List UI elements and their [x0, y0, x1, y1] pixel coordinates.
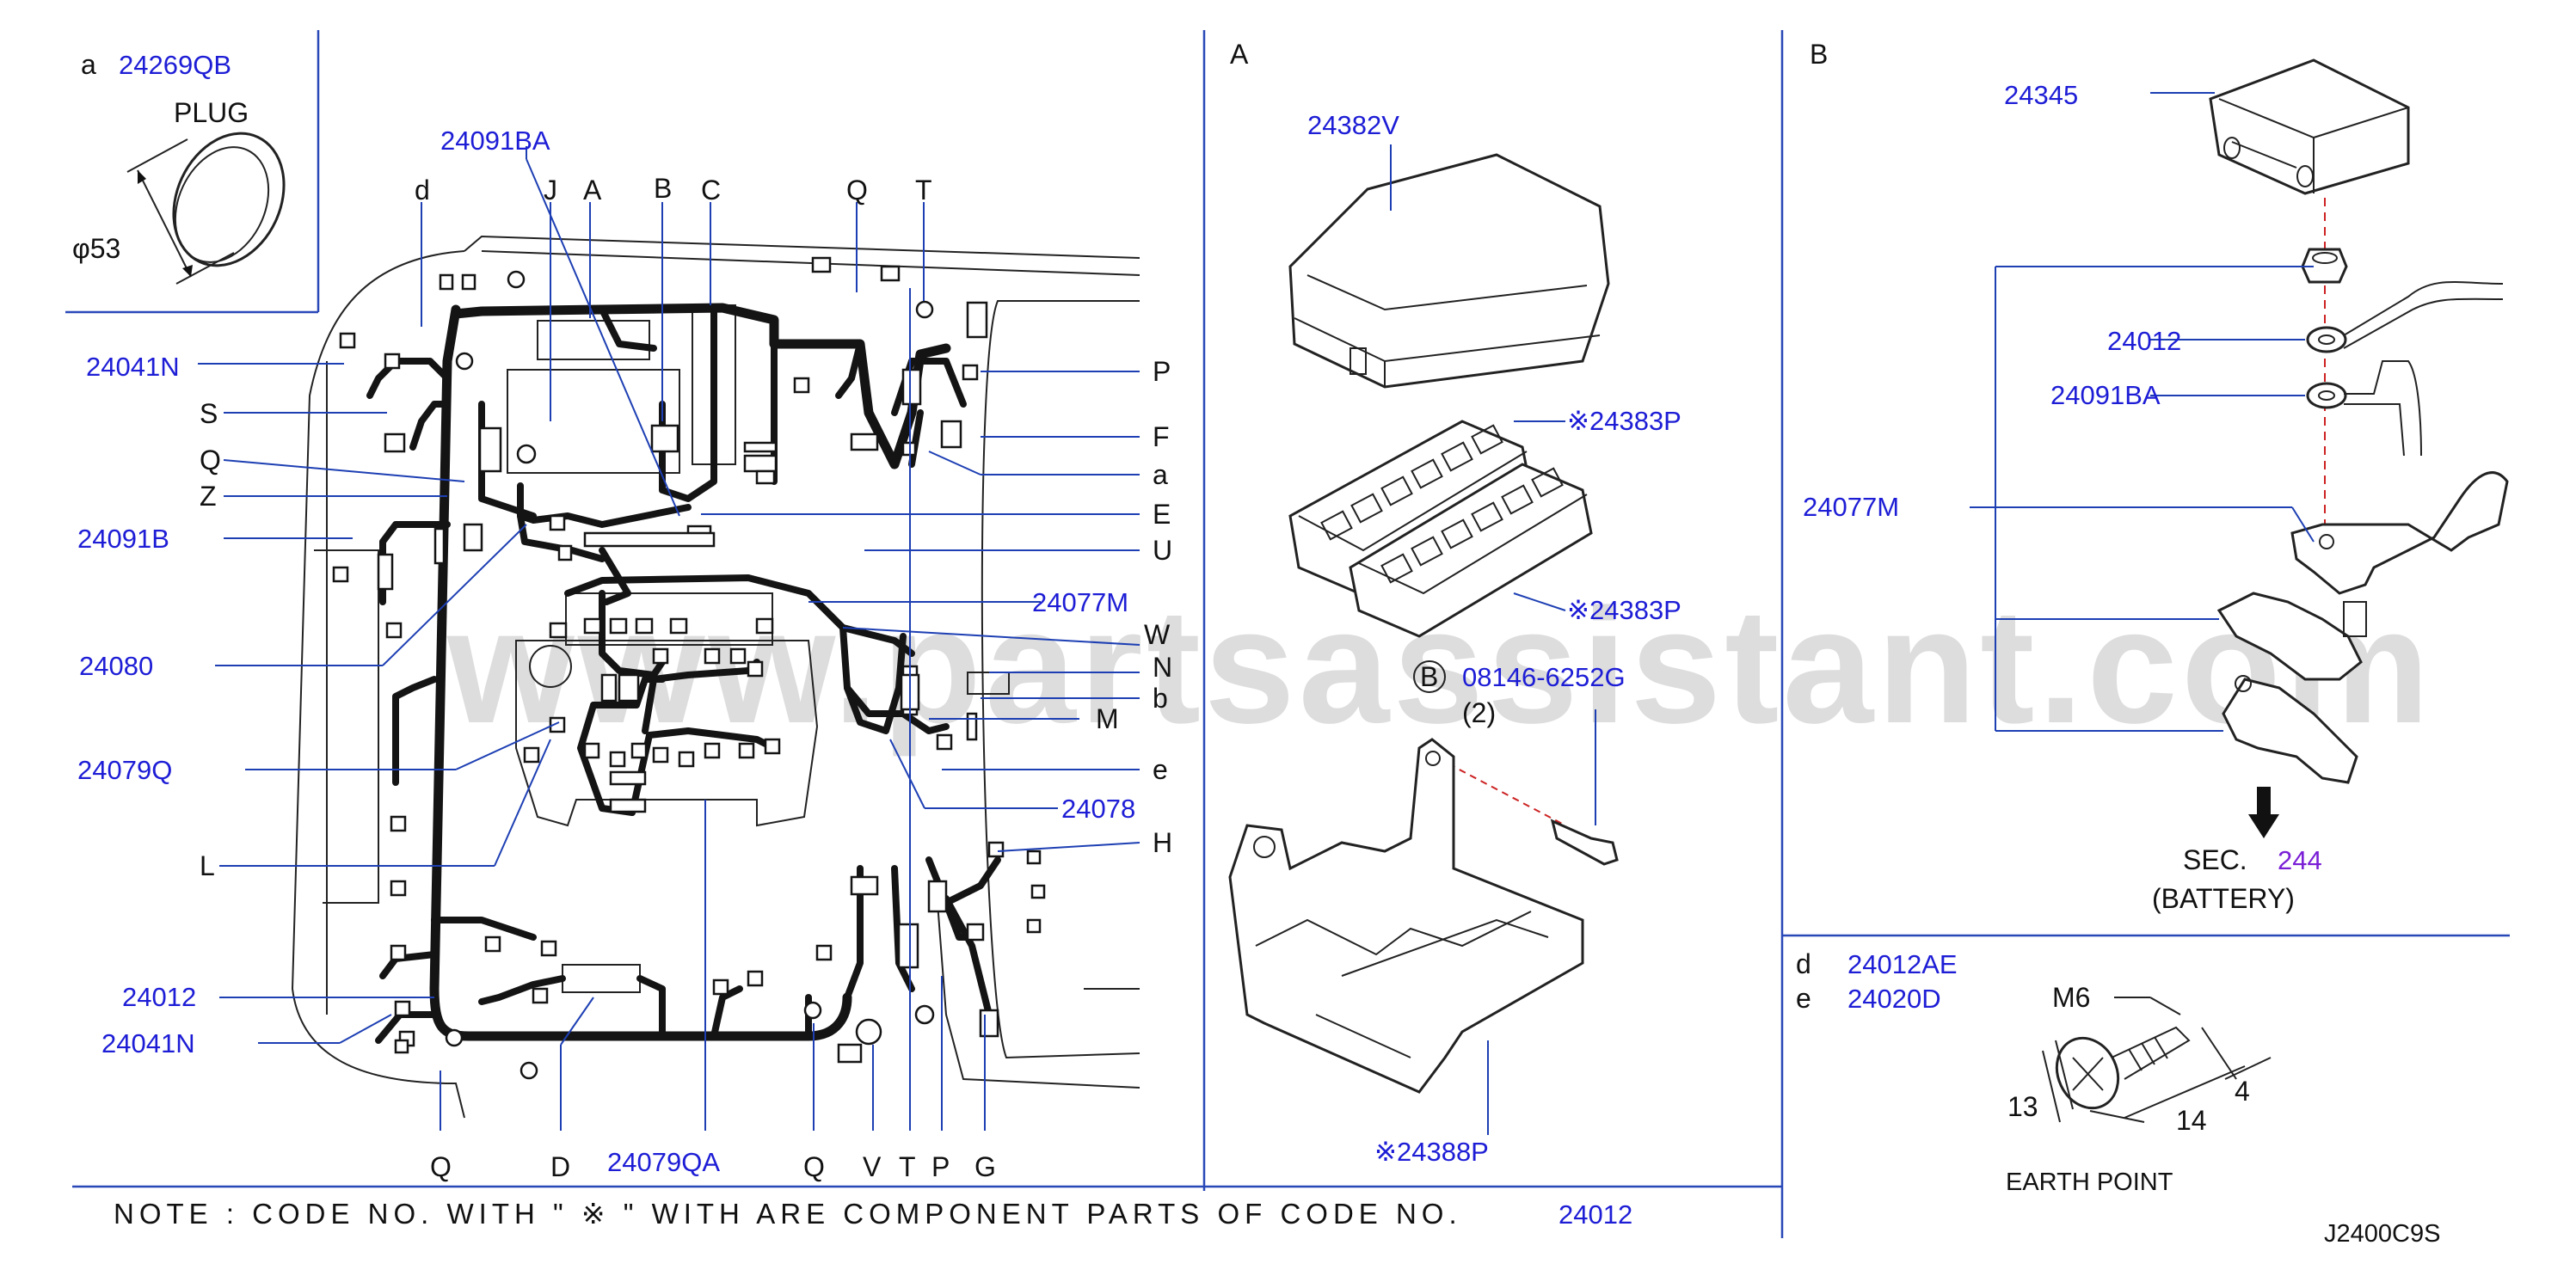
ring-terminal-1	[2306, 326, 2347, 353]
bolt-b-circle	[1413, 660, 1446, 693]
bolt-quantity: (2)	[1462, 697, 1496, 728]
letter-Q-top: Q	[846, 175, 868, 206]
letter-e: e	[1153, 754, 1168, 785]
note-text: NOTE : CODE NO. WITH " ※ " WITH ARE COMP…	[114, 1198, 1462, 1230]
bolt-icon	[1550, 819, 1619, 866]
mounting-bracket	[1228, 738, 1584, 1094]
letter-P-right: P	[1153, 356, 1171, 387]
part-24080[interactable]: 24080	[79, 651, 153, 681]
e-tag: e	[1796, 983, 1811, 1014]
part-24383P-b[interactable]: ※24383P	[1567, 595, 1681, 625]
part-24020D[interactable]: 24020D	[1847, 984, 1941, 1014]
letter-S: S	[200, 398, 218, 429]
part-24382V[interactable]: 24382V	[1307, 110, 1399, 140]
section-b-battery-terminal: B 24345 24012 24091BA	[1803, 39, 2509, 914]
bolt-size: M6	[2052, 982, 2090, 1013]
part-24041N-bottom[interactable]: 24041N	[101, 1028, 195, 1058]
sec-244-link[interactable]: 244	[2278, 845, 2322, 875]
inset-a-tag: a	[81, 49, 96, 80]
fuse-block-2	[1349, 463, 1593, 638]
part-24079Q[interactable]: 24079Q	[77, 755, 172, 785]
plug-label: PLUG	[174, 97, 249, 128]
dimension-13: 13	[2007, 1091, 2038, 1122]
battery-terminal-2	[2222, 678, 2358, 784]
main-labels: 24091BA 24041N 24091B 24080 24079Q 24012…	[77, 126, 1172, 1182]
part-24012AE[interactable]: 24012AE	[1847, 949, 1958, 979]
footer-note: NOTE : CODE NO. WITH " ※ " WITH ARE COMP…	[114, 1198, 2440, 1248]
letter-b: b	[1153, 683, 1168, 714]
letter-H: H	[1153, 827, 1172, 858]
earth-point-caption: EARTH POINT	[2006, 1169, 2173, 1196]
part-24077M-b[interactable]: 24077M	[1803, 492, 1899, 522]
section-dividers	[65, 30, 2510, 1238]
part-24012[interactable]: 24012	[122, 982, 196, 1012]
drawing-id: J2400C9S	[2324, 1220, 2440, 1248]
letter-L: L	[200, 850, 215, 881]
part-24388P[interactable]: ※24388P	[1374, 1137, 1489, 1167]
letter-N: N	[1153, 652, 1172, 683]
bolt-b-letter: B	[1420, 661, 1438, 692]
letter-F: F	[1153, 421, 1170, 452]
part-24012-b[interactable]: 24012	[2107, 326, 2181, 356]
fuse-box-cover	[1288, 153, 1610, 389]
harness-connectors	[332, 256, 1046, 1080]
part-24091B[interactable]: 24091B	[77, 524, 169, 554]
letter-Q-left: Q	[200, 445, 221, 475]
letter-J: J	[544, 175, 557, 206]
letter-a: a	[1153, 459, 1168, 490]
part-24091BA-b[interactable]: 24091BA	[2050, 380, 2161, 410]
letter-M: M	[1096, 703, 1119, 734]
letter-Z: Z	[200, 481, 217, 512]
letter-T-bottom: T	[899, 1151, 916, 1182]
part-24077M[interactable]: 24077M	[1032, 587, 1128, 617]
dimension-14: 14	[2176, 1105, 2207, 1136]
ground-plate	[2290, 471, 2509, 595]
letter-d: d	[415, 175, 430, 206]
sec-label: SEC.	[2183, 844, 2247, 875]
letter-E: E	[1153, 499, 1171, 530]
dimension-4: 4	[2235, 1076, 2250, 1107]
letter-D: D	[550, 1151, 570, 1182]
terminal-cover	[2209, 58, 2410, 195]
main-leaders	[198, 146, 1140, 1131]
part-24079QA[interactable]: 24079QA	[607, 1147, 720, 1177]
note-code-24012[interactable]: 24012	[1559, 1199, 1632, 1230]
letter-A: A	[583, 175, 602, 206]
letter-G: G	[974, 1151, 996, 1182]
battery-label: (BATTERY)	[2152, 883, 2295, 914]
letter-V: V	[863, 1151, 882, 1182]
battery-terminal-1	[2216, 592, 2363, 681]
letter-U: U	[1153, 535, 1172, 566]
section-a-fuse-box: A 24382V ※24383P	[1228, 39, 1681, 1167]
section-earth-point: d 24012AE e 24020D M6 13 14 4 EARTH POIN…	[1796, 948, 2272, 1196]
letter-B: B	[654, 173, 672, 204]
part-24041N-top[interactable]: 24041N	[86, 352, 180, 382]
part-08146-6252G[interactable]: 08146-6252G	[1462, 662, 1626, 692]
part-24345[interactable]: 24345	[2004, 80, 2078, 110]
letter-P-bottom: P	[931, 1151, 950, 1182]
part-24078[interactable]: 24078	[1061, 794, 1135, 824]
section-b-title: B	[1810, 39, 1828, 70]
section-a-title: A	[1230, 39, 1249, 70]
part-24091BA[interactable]: 24091BA	[440, 126, 550, 156]
plug-diameter: φ53	[72, 233, 120, 264]
engine-room-harness	[291, 235, 1140, 1119]
part-24269QB[interactable]: 24269QB	[119, 50, 231, 80]
plug-inset: a 24269QB PLUG φ53	[72, 49, 286, 285]
arrow-down-icon	[2248, 814, 2279, 838]
letter-W: W	[1144, 619, 1171, 650]
letter-Q-bottom-2: Q	[803, 1151, 825, 1182]
d-tag: d	[1796, 948, 1811, 979]
letter-Q-bottom-1: Q	[430, 1151, 452, 1182]
letter-C: C	[701, 175, 721, 206]
ring-terminal-2	[2306, 382, 2347, 409]
part-24383P-a[interactable]: ※24383P	[1567, 406, 1681, 436]
letter-T-top: T	[915, 175, 932, 206]
